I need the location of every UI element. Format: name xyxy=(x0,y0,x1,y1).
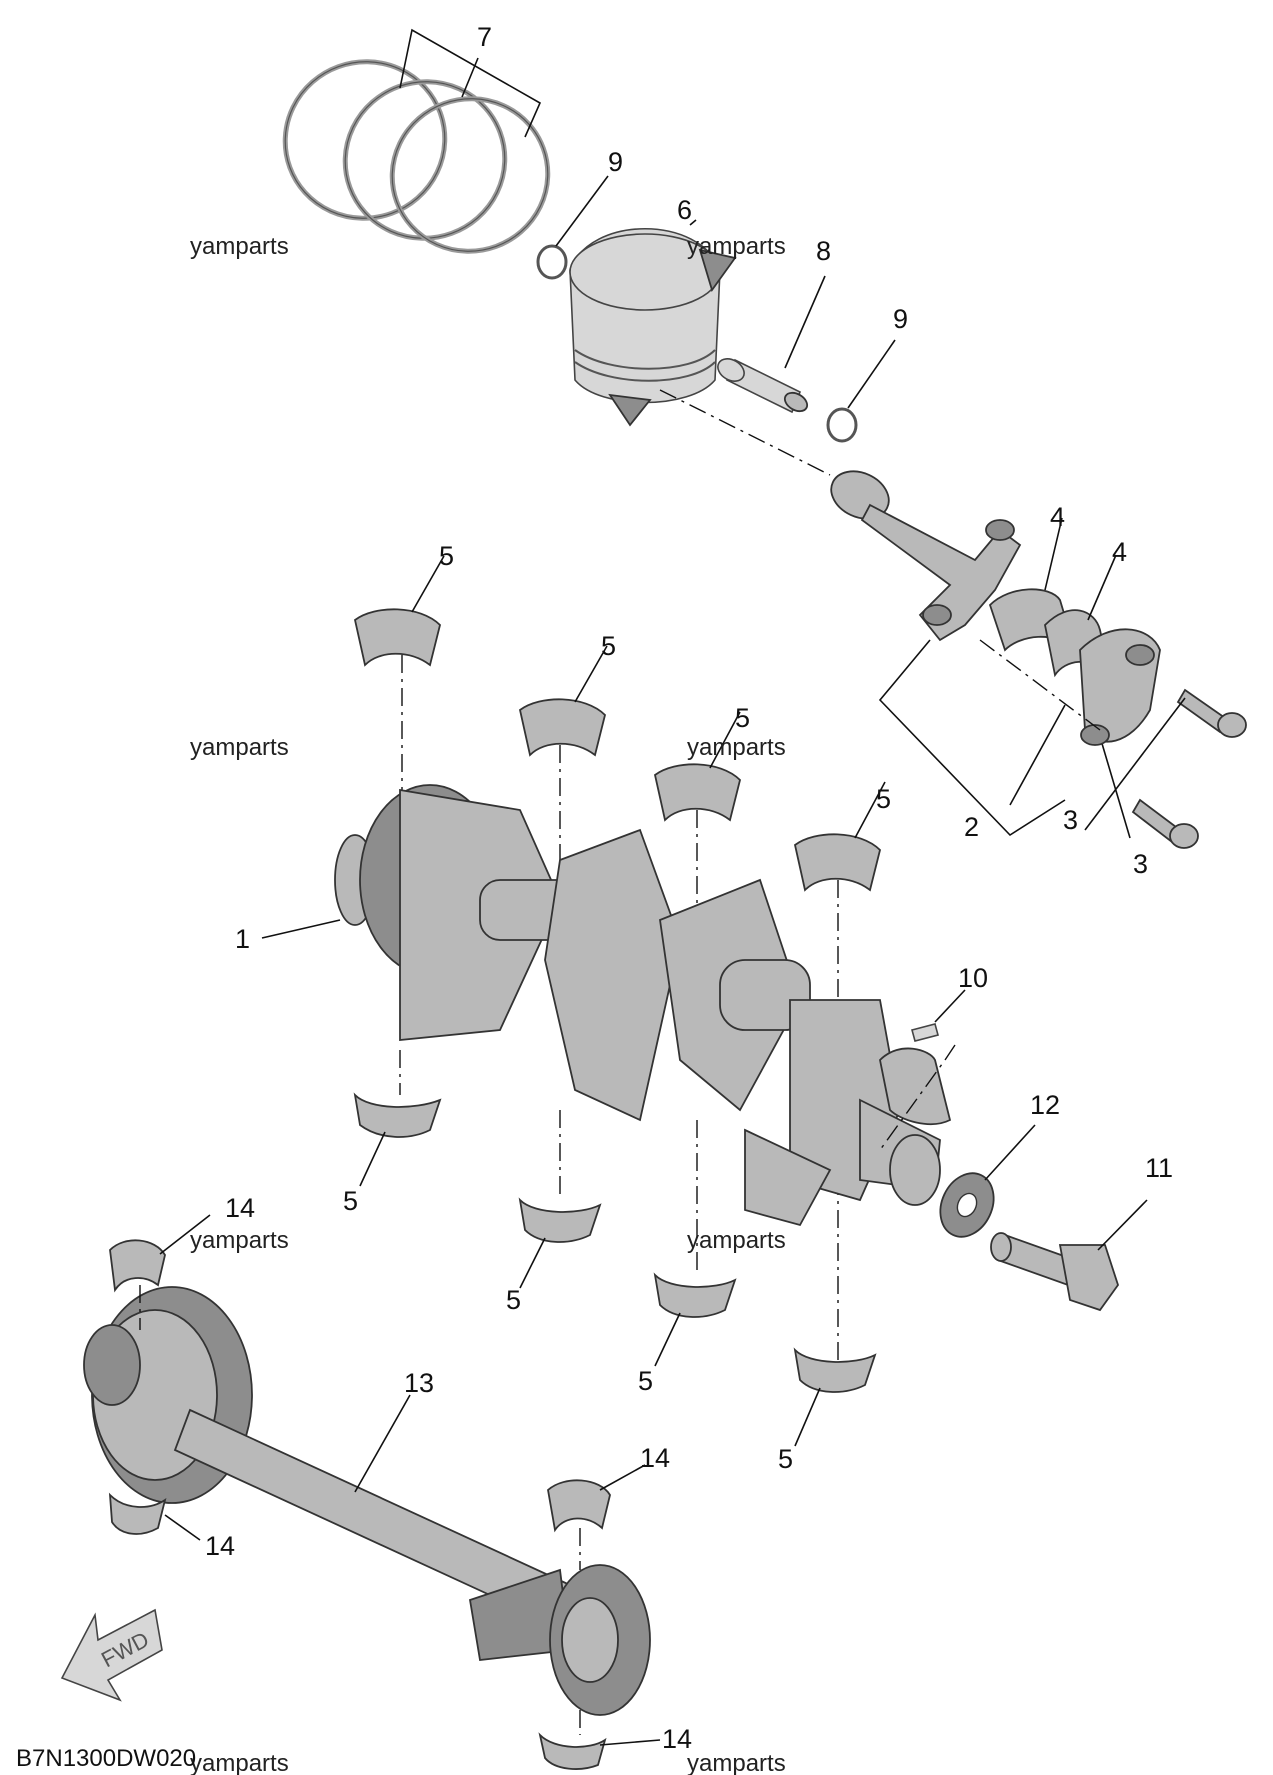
callout-11: 11 xyxy=(1145,1153,1173,1183)
balancer-bearing-4[interactable] xyxy=(538,1732,607,1770)
bolt-upper[interactable] xyxy=(1176,688,1247,738)
piston[interactable] xyxy=(569,227,737,427)
callout-5-upper-4: 5 xyxy=(876,784,891,814)
callout-13: 13 xyxy=(404,1368,434,1398)
watermark-3: yamparts xyxy=(190,734,289,761)
main-bearing-upper-4[interactable] xyxy=(793,833,881,892)
callout-4-lower: 4 xyxy=(1112,537,1127,567)
callout-5-upper-3: 5 xyxy=(735,703,750,733)
callout-14-4: 14 xyxy=(662,1724,692,1754)
main-bearing-upper-3[interactable] xyxy=(653,763,741,822)
callout-5-upper-2: 5 xyxy=(601,631,616,661)
bolt-lower[interactable] xyxy=(1131,798,1199,849)
main-bearing-lower-2[interactable] xyxy=(518,1197,602,1243)
callout-3-lower: 3 xyxy=(1133,849,1148,879)
callout-7: 7 xyxy=(477,22,492,52)
diagram-code: B7N1300DW020 xyxy=(16,1745,196,1772)
main-bearing-lower-4[interactable] xyxy=(793,1347,877,1393)
piston-pin[interactable] xyxy=(714,354,811,415)
callout-12: 12 xyxy=(1030,1090,1060,1120)
woodruff-key[interactable] xyxy=(911,1023,939,1042)
callout-9-right: 9 xyxy=(893,304,908,334)
balancer-shaft[interactable] xyxy=(83,1286,651,1716)
callout-5-upper-1: 5 xyxy=(439,541,454,571)
watermark-1: yamparts xyxy=(190,233,289,260)
watermark-5: yamparts xyxy=(190,1227,289,1254)
callout-14-1: 14 xyxy=(225,1193,255,1223)
main-bearing-lower-1[interactable] xyxy=(353,1092,442,1138)
balancer-bearing-3[interactable] xyxy=(547,1479,611,1533)
circlip-right[interactable] xyxy=(826,407,858,443)
callout-4-upper: 4 xyxy=(1050,502,1065,532)
callout-5-lower-3: 5 xyxy=(638,1366,653,1396)
callout-10: 10 xyxy=(958,963,988,993)
washer[interactable] xyxy=(930,1165,1003,1246)
watermark-2: yamparts xyxy=(687,233,786,260)
circlip-left[interactable] xyxy=(536,244,568,280)
callout-9-left: 9 xyxy=(608,147,623,177)
callout-5-lower-1: 5 xyxy=(343,1186,358,1216)
watermark-4: yamparts xyxy=(687,734,786,761)
callout-14-2: 14 xyxy=(205,1531,235,1561)
main-bearing-upper-1[interactable] xyxy=(353,608,441,667)
watermark-7: yamparts xyxy=(190,1750,289,1775)
leader-2 xyxy=(878,639,1066,837)
watermark-6: yamparts xyxy=(687,1227,786,1254)
balancer-bearing-1[interactable] xyxy=(109,1239,166,1293)
main-bearing-upper-2[interactable] xyxy=(518,698,606,757)
callout-5-lower-4: 5 xyxy=(778,1444,793,1474)
callout-1: 1 xyxy=(235,924,250,954)
crankshaft[interactable] xyxy=(334,784,952,1227)
main-bearing-lower-3[interactable] xyxy=(653,1272,737,1318)
callout-6: 6 xyxy=(677,195,692,225)
connecting-rod[interactable] xyxy=(824,462,1022,642)
callout-14-3: 14 xyxy=(640,1443,670,1473)
callout-5-lower-2: 5 xyxy=(506,1285,521,1315)
balancer-bearing-2[interactable] xyxy=(108,1492,167,1535)
callout-8: 8 xyxy=(816,236,831,266)
crank-bolt[interactable] xyxy=(990,1232,1119,1312)
watermark-8: yamparts xyxy=(687,1750,786,1775)
leader-7 xyxy=(399,28,542,138)
callout-2: 2 xyxy=(964,812,979,842)
fwd-arrow-icon: FWD xyxy=(60,1608,163,1702)
piston-ring-set[interactable] xyxy=(263,39,569,273)
connecting-rod-cap[interactable] xyxy=(1079,628,1161,746)
callout-3-upper: 3 xyxy=(1063,805,1078,835)
